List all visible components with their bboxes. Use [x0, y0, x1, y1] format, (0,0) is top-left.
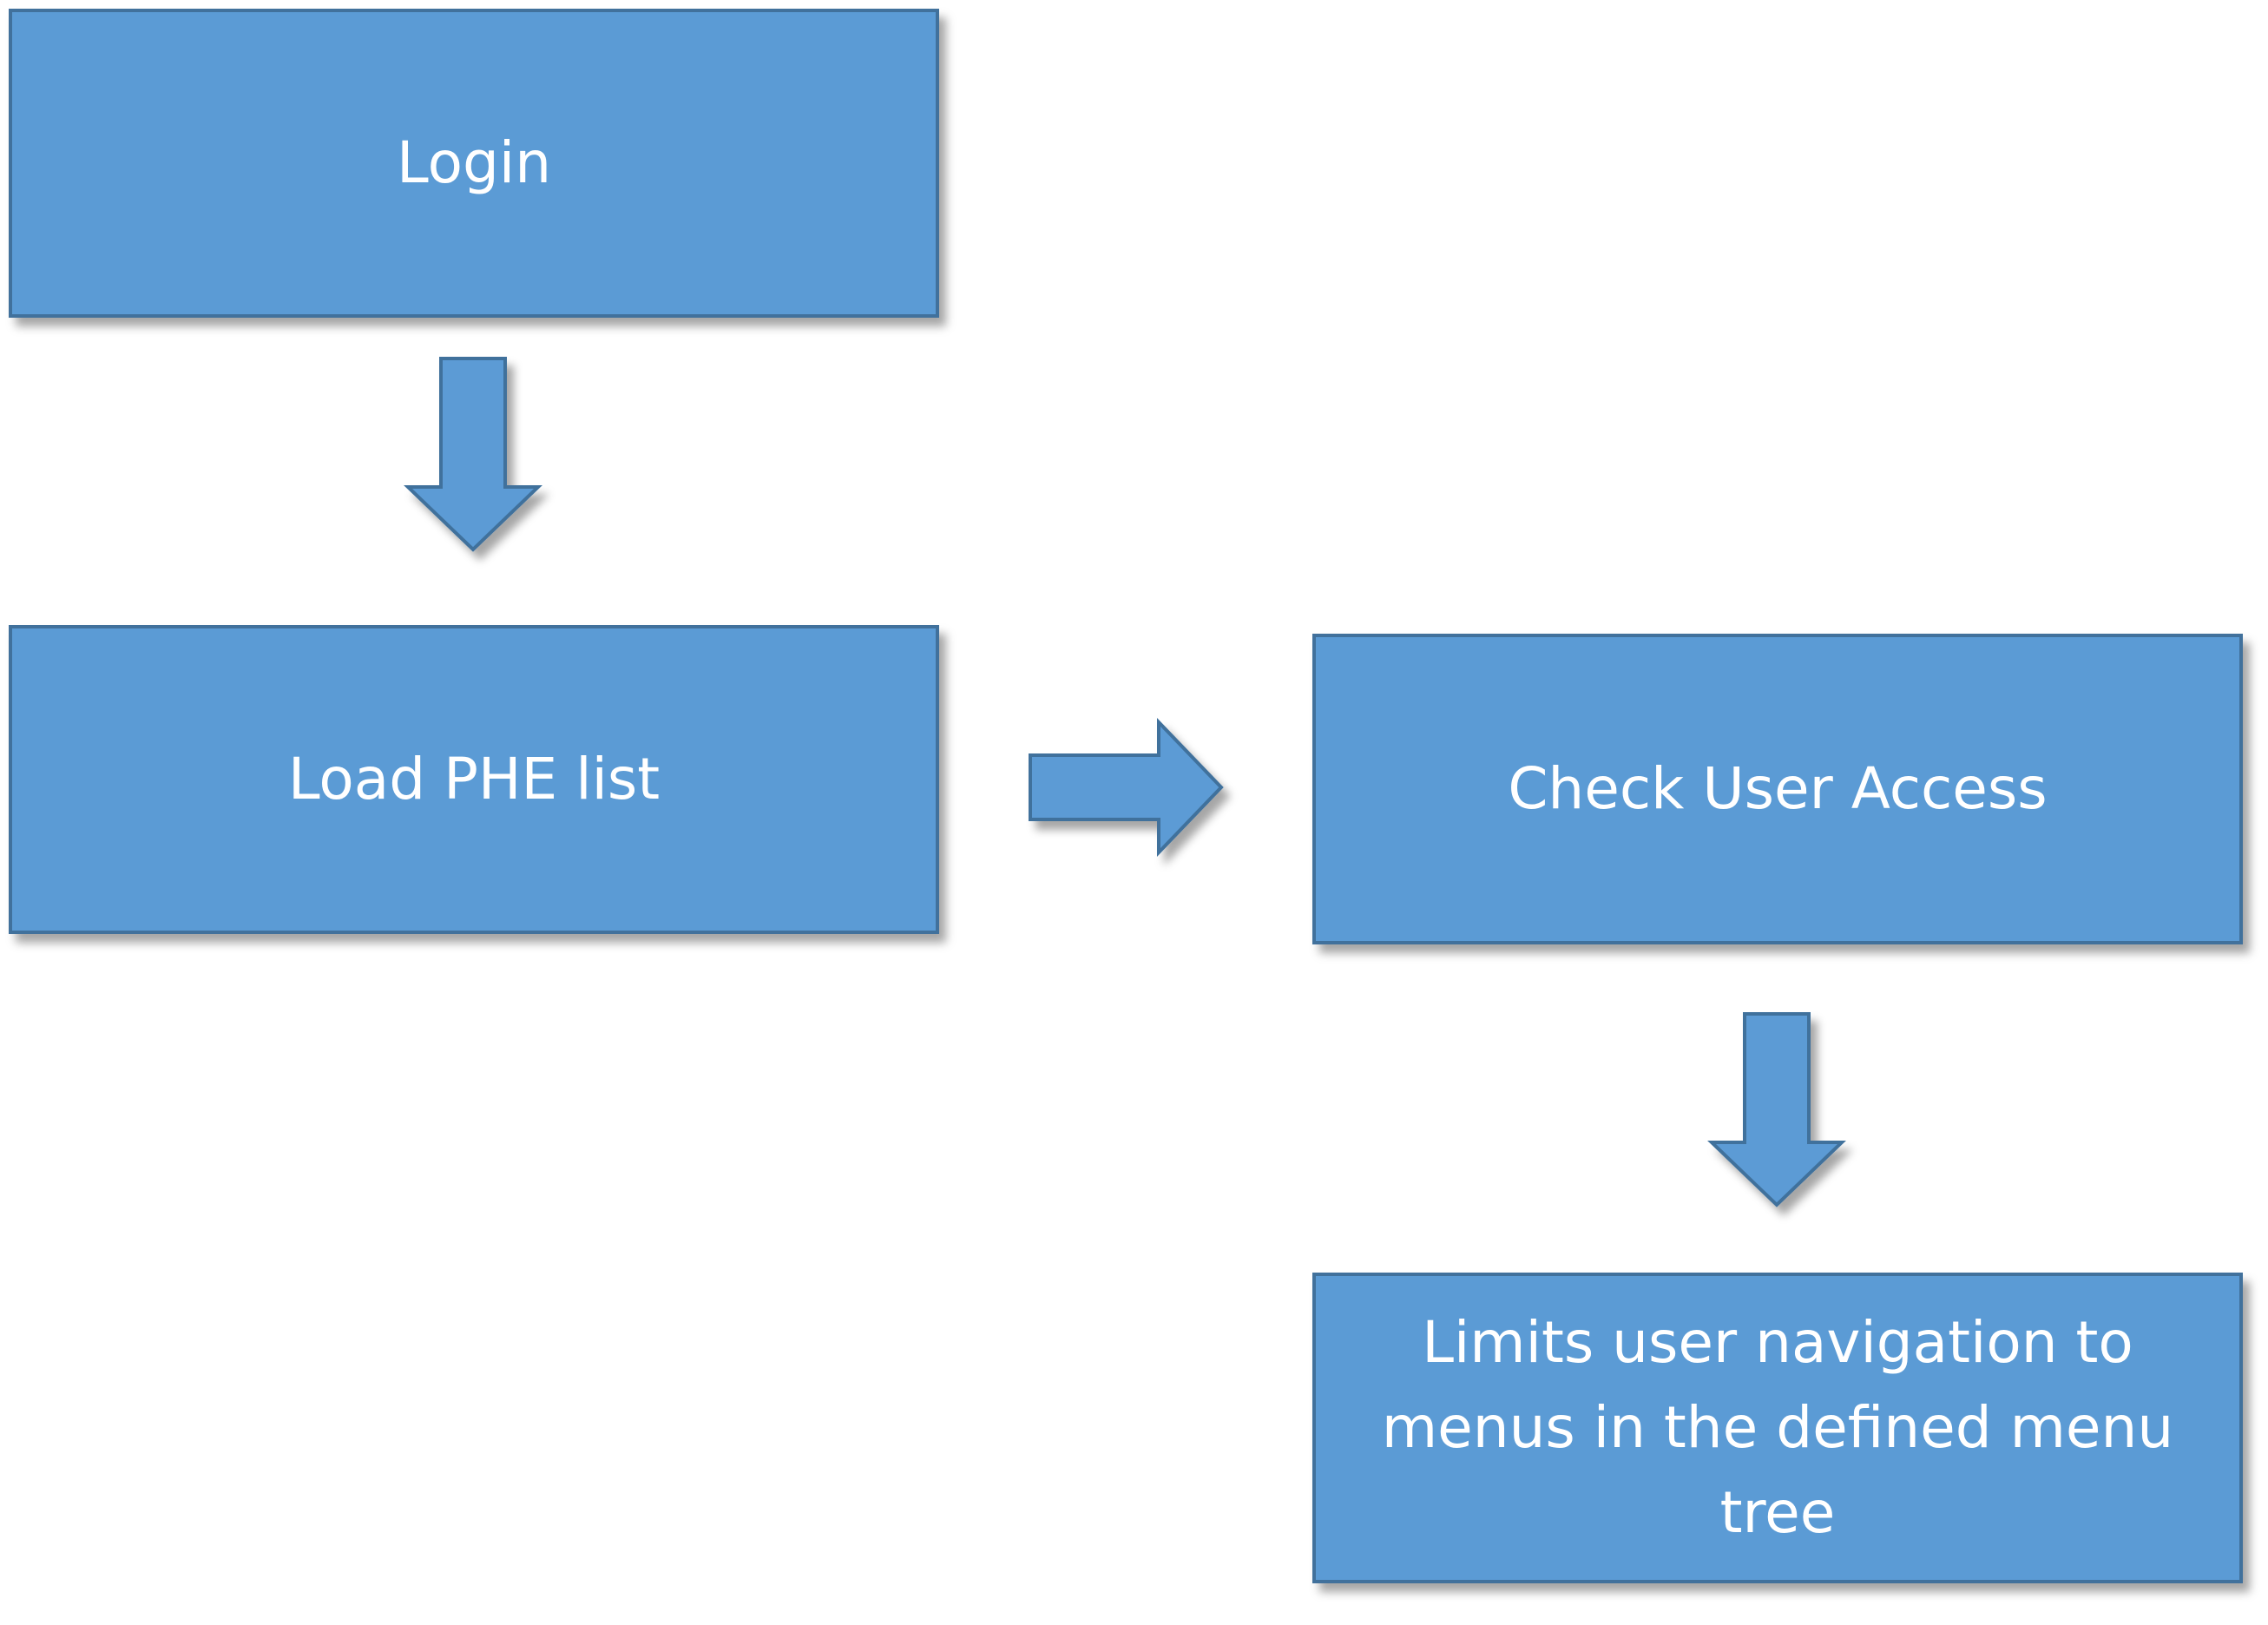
arrow-down-check-to-limits — [1707, 1012, 1846, 1207]
arrow-down-login-to-load — [404, 357, 542, 552]
load-phe-list-label: Load PHE list — [287, 746, 661, 813]
limits-navigation-label: Limits user navigation to menus in the d… — [1381, 1309, 2174, 1546]
check-user-access-label: Check User Access — [1508, 755, 2048, 823]
login-label: Login — [396, 129, 552, 197]
check-user-access-box: Check User Access — [1312, 634, 2243, 944]
load-phe-list-box: Load PHE list — [9, 625, 939, 934]
limits-navigation-box: Limits user navigation to menus in the d… — [1312, 1273, 2243, 1583]
login-box: Login — [9, 9, 939, 318]
arrow-right-load-to-check — [1029, 718, 1224, 857]
